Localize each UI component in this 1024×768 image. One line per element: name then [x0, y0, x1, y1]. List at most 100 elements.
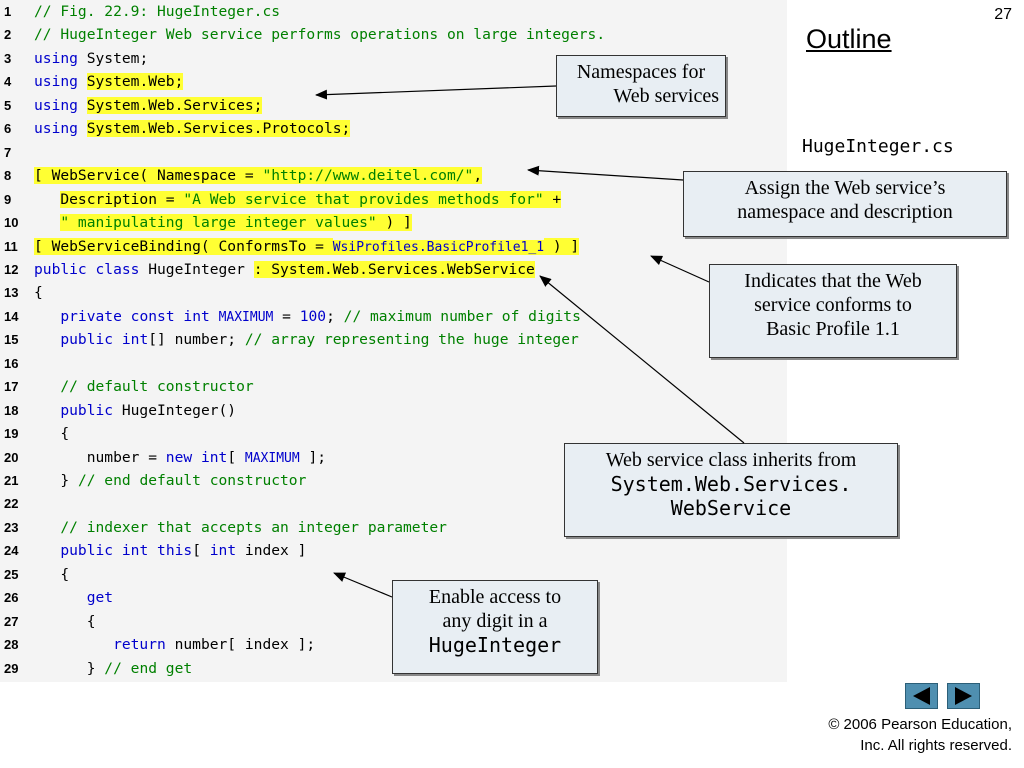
code-token: using — [34, 120, 78, 138]
code-token — [192, 449, 201, 466]
code-token: : System.Web.Services.WebService — [253, 260, 535, 278]
code-token: // default constructor — [60, 378, 254, 396]
line-number: 29 — [4, 660, 19, 676]
code-text: // indexer that accepts an integer param… — [34, 516, 447, 539]
code-token: " manipulating large integer values" — [60, 214, 377, 232]
code-token: , — [473, 167, 483, 185]
code-token: ; — [326, 307, 344, 325]
callout-text: Web services — [613, 85, 719, 107]
code-token: using — [34, 96, 78, 114]
line-number: 4 — [4, 74, 12, 90]
callout-code-text: HugeInteger — [428, 633, 562, 657]
line-number: 7 — [4, 144, 12, 160]
line-number: 26 — [4, 590, 19, 606]
callout-text: Enable access to — [428, 586, 562, 608]
code-token — [113, 542, 122, 559]
code-token: } — [34, 659, 105, 677]
code-text: using System.Web.Services.Protocols; — [34, 117, 351, 140]
code-token — [34, 191, 60, 208]
code-token: // end default constructor — [77, 472, 307, 489]
code-token — [122, 308, 131, 325]
prev-slide-button[interactable] — [905, 683, 938, 709]
code-token: private — [60, 307, 122, 325]
code-text: using System; — [34, 47, 148, 70]
code-text: [ WebServiceBinding( ConformsTo = WsiPro… — [34, 235, 580, 259]
line-number: 11 — [4, 238, 18, 254]
line-number: 8 — [4, 168, 12, 184]
line-number: 14 — [4, 308, 19, 324]
code-token — [78, 120, 87, 137]
code-token — [34, 402, 60, 419]
outline-link[interactable]: Outline — [806, 24, 892, 54]
line-number: 25 — [4, 566, 19, 582]
code-text: public int[] number; // array representi… — [34, 328, 578, 351]
line-number: 6 — [4, 121, 12, 137]
code-token — [34, 636, 113, 653]
code-token: MAXIMUM — [244, 450, 300, 466]
line-number: 20 — [4, 449, 19, 465]
code-token — [34, 378, 60, 395]
copyright: © 2006 Pearson Education, Inc. All right… — [828, 714, 1012, 756]
code-text: " manipulating large integer values" ) ] — [34, 211, 412, 234]
code-token: int — [121, 542, 149, 560]
callout-text: service conforms to — [754, 294, 912, 316]
code-token — [148, 542, 157, 559]
code-token: Description = — [60, 190, 184, 208]
code-token — [78, 97, 87, 114]
code-token: 100 — [299, 307, 327, 325]
code-token: new — [165, 448, 193, 466]
callout-code-text: System.Web.Services. — [610, 472, 852, 496]
line-number: 5 — [4, 97, 12, 113]
copyright-line: Inc. All rights reserved. — [860, 737, 1012, 754]
code-token: { — [34, 425, 70, 443]
code-text: // HugeInteger Web service performs oper… — [34, 23, 605, 46]
file-name-label: HugeInteger.cs — [802, 136, 954, 157]
code-token: ) ] — [376, 214, 412, 232]
code-token: using — [34, 49, 78, 67]
code-token: } — [34, 472, 78, 489]
code-token: HugeInteger — [139, 260, 254, 278]
line-number: 2 — [4, 27, 12, 43]
code-token: ]; — [299, 448, 327, 466]
callout-text: Basic Profile 1.1 — [766, 318, 900, 340]
code-token: // maximum number of digits — [343, 307, 581, 325]
next-slide-button[interactable] — [947, 683, 980, 709]
code-token: public — [60, 331, 114, 349]
code-token: // indexer that accepts an integer param… — [60, 518, 447, 536]
code-text: public int this[ int index ] — [34, 539, 306, 562]
code-token: { — [34, 612, 96, 630]
code-text: } // end default constructor — [34, 469, 306, 492]
code-token: = — [273, 307, 300, 325]
callout-text: Indicates that the Web — [744, 270, 922, 292]
code-token: + — [543, 190, 562, 208]
code-token: System; — [77, 49, 149, 67]
code-token: index ] — [236, 542, 307, 560]
code-token — [34, 214, 60, 231]
code-token: // Fig. 22.9: HugeInteger.cs — [34, 3, 281, 20]
code-token: public — [60, 401, 114, 419]
code-text: using System.Web.Services; — [34, 94, 263, 117]
code-token — [34, 589, 87, 606]
line-number: 27 — [4, 613, 19, 629]
code-token — [210, 308, 219, 325]
line-number: 24 — [4, 543, 19, 559]
code-token: [ — [192, 542, 210, 560]
code-text: get — [34, 586, 113, 609]
line-number: 13 — [4, 285, 19, 301]
code-token: // HugeInteger Web service performs oper… — [34, 26, 606, 44]
callout-text: Assign the Web service’s — [744, 177, 946, 199]
copyright-line: © 2006 Pearson Education, — [828, 716, 1012, 733]
code-token: class — [95, 260, 140, 278]
code-token — [87, 261, 96, 278]
code-token — [34, 519, 60, 536]
code-token: ) ] — [544, 237, 580, 255]
line-number: 19 — [4, 426, 19, 442]
code-token — [34, 308, 60, 325]
code-token: [ — [227, 448, 245, 466]
code-token: int — [209, 542, 237, 560]
callout-text: Namespaces for — [576, 61, 706, 83]
code-token: System.Web.Services; — [86, 96, 263, 114]
line-number: 18 — [4, 402, 19, 418]
callout-code-text: WebService — [670, 496, 792, 520]
code-token: System.Web.Services.Protocols; — [86, 120, 351, 138]
